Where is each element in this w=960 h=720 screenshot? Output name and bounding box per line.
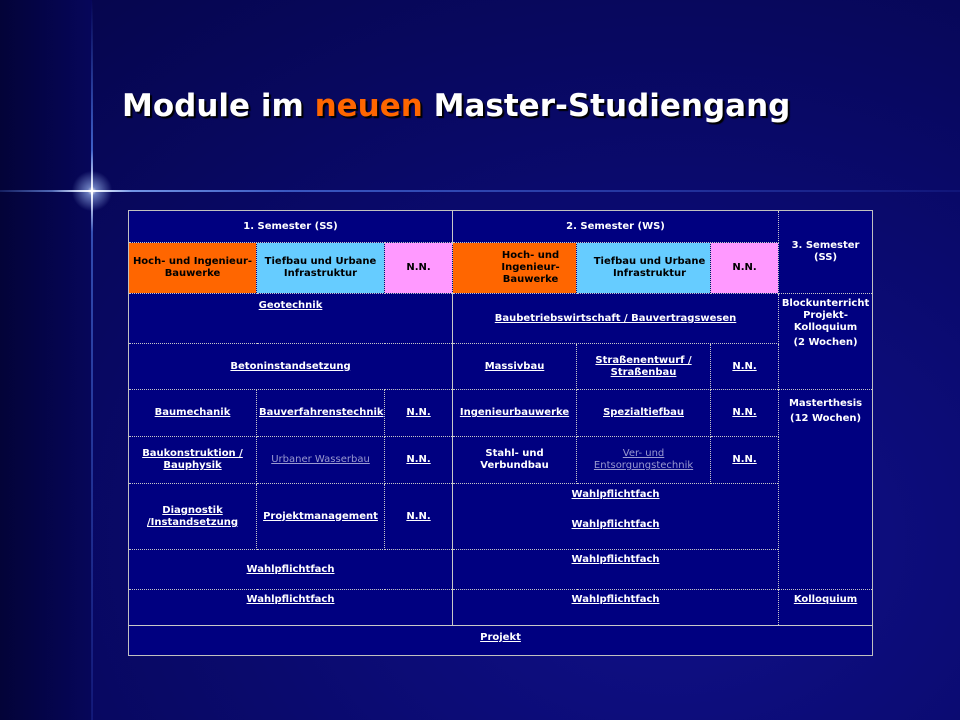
wahlpflicht-row6-cell: Wahlpflichtfach Wahlpflichtfach — [452, 483, 780, 550]
horizontal-light-line — [0, 190, 960, 192]
bauverfahrenstechnik-label: Bauverfahrenstechnik — [259, 407, 384, 418]
module-table: 1. Semester (SS) 2. Semester (WS) 3. Sem… — [127, 210, 874, 656]
module-projektmanagement: Projektmanagement — [256, 483, 385, 550]
masterthesis-label: Masterthesis — [788, 398, 863, 409]
diagnostik-label: Diagnostik /Instandsetzung — [147, 504, 238, 528]
massivbau-label: Massivbau — [484, 360, 545, 372]
nn-row5b-label: N.N. — [732, 454, 757, 465]
slide-title: Module im neuen Master-Studiengang — [122, 88, 790, 124]
module-bauverfahrenstechnik: Bauverfahrenstechnik — [256, 389, 385, 437]
wahlpflicht-row8-sem1-label: Wahlpflichtfach — [246, 594, 335, 605]
module-baumechanik: Baumechanik — [128, 389, 257, 437]
projekt-kolloquium-label: Projekt-Kolloquium — [793, 310, 858, 333]
wahlpflicht-row7-sem2-label: Wahlpflichtfach — [571, 554, 660, 565]
betoninstandsetzung-label: Betoninstandsetzung — [230, 360, 351, 372]
module-nn-row4a: N.N. — [383, 389, 454, 437]
module-baukonstruktion: Baukonstruktion / Bauphysik — [128, 436, 257, 484]
baubetrieb-label: Baubetriebswirtschaft / Bauvertragswesen — [494, 312, 737, 324]
wahlpflicht-row6-a-label: Wahlpflichtfach — [571, 489, 660, 500]
kolloquium-cell: Kolloquium — [778, 589, 874, 626]
track-hoch-sem1: Hoch- und Ingenieur-Bauwerke — [128, 242, 257, 294]
sparkle-horizontal-ray — [52, 190, 132, 192]
module-strassenentwurf: Straßenentwurf / Straßenbau — [576, 343, 712, 390]
track-nn-sem2: N.N. — [710, 242, 780, 294]
module-ingenieurbauwerke: Ingenieurbauwerke — [452, 389, 578, 437]
nn-row5a-label: N.N. — [406, 454, 431, 465]
track-tiefbau-sem2: Tiefbau und Urbane Infrastruktur — [576, 242, 712, 294]
kolloquium-label: Kolloquium — [793, 594, 858, 605]
baukonstruktion-label: Baukonstruktion / Bauphysik — [142, 448, 243, 471]
module-nn-row5b: N.N. — [710, 436, 780, 484]
title-accent: neuen — [314, 88, 423, 124]
wahlpflicht-row8-sem1: Wahlpflichtfach — [127, 589, 454, 626]
two-weeks-label: (2 Wochen) — [793, 337, 858, 348]
geotechnik-label: Geotechnik — [258, 300, 323, 311]
nn-row4a-label: N.N. — [406, 407, 431, 418]
module-ver-entsorgung: Ver- und Entsorgungstechnik — [576, 436, 712, 484]
track-tiefbau-sem1: Tiefbau und Urbane Infrastruktur — [256, 242, 385, 294]
wahlpflicht-row6-b: Wahlpflichtfach — [455, 519, 776, 531]
title-part-1: Module im — [122, 88, 315, 124]
wahlpflicht-row7-sem1-label: Wahlpflichtfach — [246, 563, 335, 575]
module-baubetrieb: Baubetriebswirtschaft / Bauvertragswesen — [452, 293, 780, 344]
masterthesis-cell: Masterthesis (12 Wochen) — [778, 389, 874, 590]
urbaner-wasserbau-label: Urbaner Wasserbau — [271, 454, 370, 465]
nn-row4b-label: N.N. — [732, 407, 757, 418]
nn-row6-label: N.N. — [406, 510, 431, 522]
stahl-verbundbau-label: Stahl- und Verbundbau — [480, 448, 549, 471]
projekt-label: Projekt — [480, 632, 521, 643]
nn-row3-label: N.N. — [732, 360, 757, 372]
module-betoninstandsetzung: Betoninstandsetzung — [127, 343, 454, 390]
track-hoch-sem2: Hoch- und Ingenieur-Bauwerke — [452, 242, 578, 294]
blockunterricht-label: Blockunterricht — [781, 298, 870, 309]
wahlpflicht-row8-sem2: Wahlpflichtfach — [452, 589, 780, 626]
wahlpflicht-row8-sem2-label: Wahlpflichtfach — [571, 594, 660, 605]
twelve-weeks-label: (12 Wochen) — [790, 413, 862, 424]
module-diagnostik: Diagnostik /Instandsetzung — [128, 483, 257, 550]
block-kolloquium-cell: Blockunterricht Projekt-Kolloquium (2 Wo… — [778, 293, 874, 390]
module-spezialtiefbau: Spezialtiefbau — [576, 389, 712, 437]
projektmanagement-label: Projektmanagement — [263, 510, 378, 522]
module-stahl-verbundbau: Stahl- und Verbundbau — [452, 436, 578, 484]
left-background-band — [0, 0, 92, 720]
wahlpflicht-row7-sem2: Wahlpflichtfach — [452, 549, 780, 590]
module-nn-row5a: N.N. — [383, 436, 454, 484]
wahlpflicht-row6-b-label: Wahlpflichtfach — [571, 519, 660, 530]
spezialtiefbau-label: Spezialtiefbau — [603, 407, 684, 418]
module-nn-row6: N.N. — [383, 483, 454, 550]
wahlpflicht-row7-sem1: Wahlpflichtfach — [127, 549, 454, 590]
module-urbaner-wasserbau: Urbaner Wasserbau — [256, 436, 385, 484]
baumechanik-label: Baumechanik — [154, 407, 231, 418]
track-nn-sem1: N.N. — [383, 242, 454, 294]
ver-entsorgung-label: Ver- und Entsorgungstechnik — [593, 448, 694, 471]
strassenentwurf-label: Straßenentwurf / Straßenbau — [595, 354, 692, 378]
semester-3-header: 3. Semester (SS) — [778, 210, 874, 294]
semester-1-header: 1. Semester (SS) — [127, 210, 454, 243]
module-nn-row4b: N.N. — [710, 389, 780, 437]
vertical-light-line — [91, 0, 93, 720]
wahlpflicht-row6-a: Wahlpflichtfach — [455, 489, 776, 501]
title-part-2: Master-Studiengang — [422, 88, 791, 124]
module-geotechnik: Geotechnik — [127, 293, 454, 344]
module-massivbau: Massivbau — [452, 343, 578, 390]
module-nn-row3: N.N. — [710, 343, 780, 390]
projekt-cell: Projekt — [127, 625, 874, 656]
semester-2-header: 2. Semester (WS) — [452, 210, 780, 243]
ingenieurbauwerke-label: Ingenieurbauwerke — [459, 407, 570, 418]
